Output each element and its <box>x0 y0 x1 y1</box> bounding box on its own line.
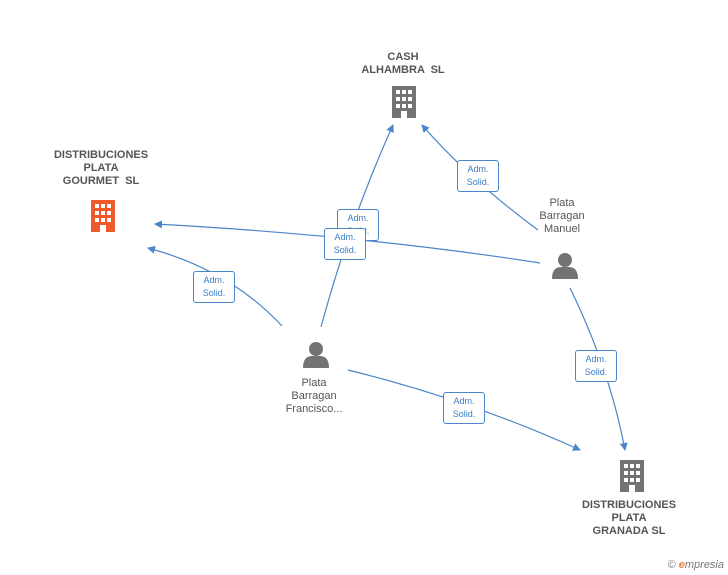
building-icon-highlighted[interactable] <box>91 200 115 232</box>
company-label-distribuciones-plata-gourmet[interactable]: DISTRIBUCIONES PLATA GOURMET SL <box>53 149 149 187</box>
company-label-cash-alhambra[interactable]: CASH ALHAMBRA SL <box>361 51 445 76</box>
building-icon[interactable] <box>620 460 644 492</box>
company-label-distribuciones-plata-granada[interactable]: DISTRIBUCIONES PLATA GRANADA SL <box>581 499 677 537</box>
edge-label-francisco-gourmet: Adm.Solid. <box>193 271 235 303</box>
edge-label-francisco-granada: Adm.Solid. <box>443 392 485 424</box>
building-icon[interactable] <box>392 86 416 118</box>
person-icon[interactable] <box>552 253 578 279</box>
brand-logo: ©empresia <box>667 559 724 571</box>
edge-label-manuel-granada: Adm.Solid. <box>575 350 617 382</box>
edge-label-manuel-gourmet: Adm.Solid. <box>324 228 366 260</box>
person-icon[interactable] <box>303 342 329 368</box>
person-label-manuel[interactable]: Plata Barragan Manuel <box>539 197 585 235</box>
person-label-francisco[interactable]: Plata Barragan Francisco... <box>285 377 343 415</box>
copyright-icon: © <box>667 559 676 571</box>
edge-label-manuel-cash: Adm.Solid. <box>457 160 499 192</box>
